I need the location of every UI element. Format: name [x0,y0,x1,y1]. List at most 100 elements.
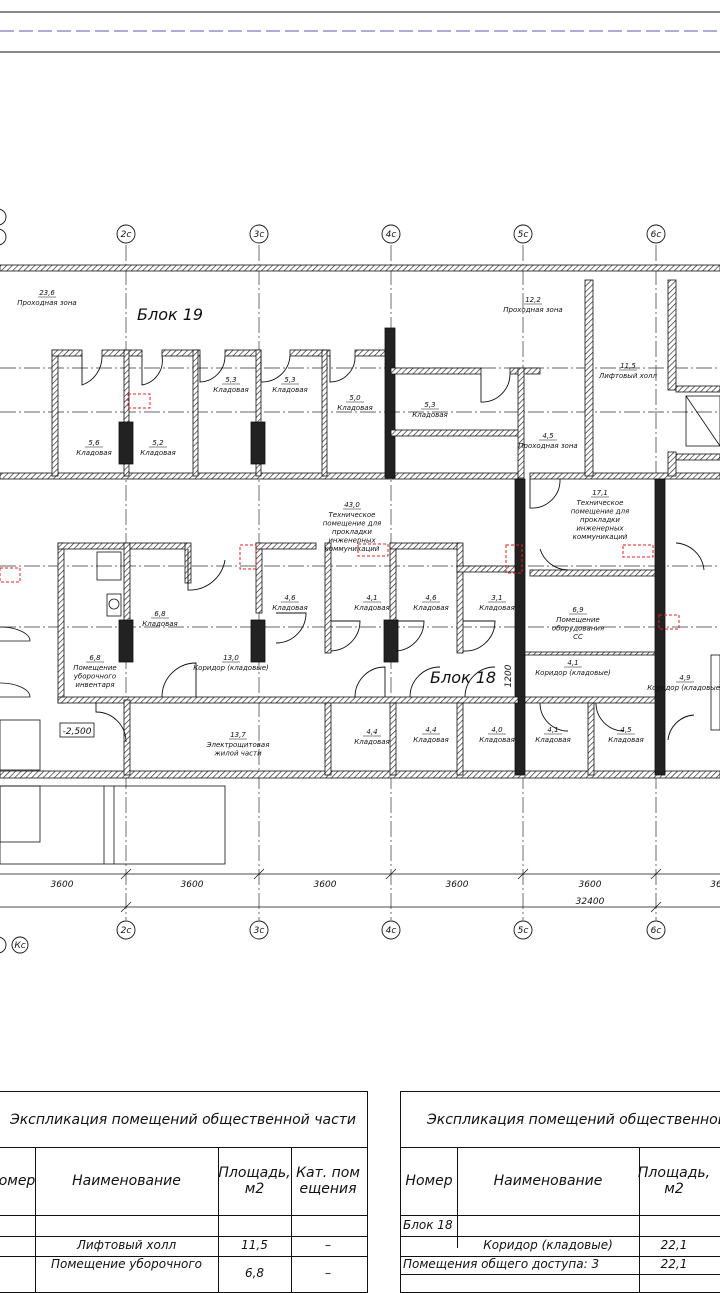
room-area: 4,1 [366,594,377,602]
room-name: Кладовая [354,738,389,746]
room-area: 6,8 [154,610,166,618]
axis-label: 3с [254,926,265,936]
explication-table-left: Экспликация помещений общественной части… [0,1091,368,1293]
room-name: Проходная зона [17,299,76,307]
summary-label: Помещения общего доступа: 3 [403,1257,600,1272]
floor-plan-drawing: 2с 3с 4с 5с 6с 2с 3с 4с 5с 6с Кс 3600 36… [0,11,720,954]
room-name: Кладовая [354,604,389,612]
vertical-dimension: 1200 [504,664,514,687]
room-name: Кладовая [479,604,514,612]
table-cell: 22,1 [660,1238,688,1253]
axis-label: 6с [651,230,662,240]
axis-label: 5с [518,926,529,936]
span-dimension: 3600 [181,880,204,890]
room-name: Коридор (кладовые) [193,664,269,672]
room-name: Кладовая [140,449,175,457]
room-area: 13,0 [223,654,239,662]
room-area: 13,7 [230,731,246,739]
room-area: 6,8 [89,654,101,662]
room-area: 4,0 [491,726,503,734]
axis-label: 6с [651,926,662,936]
table-cell: – [325,1266,331,1281]
room-area: 5,0 [349,394,361,402]
room-name: Кладовая [608,736,643,744]
room-area: 3,1 [491,594,502,602]
room-area: 4,1 [567,659,578,667]
room-area: 6,9 [572,606,584,614]
column-header: Наименование [493,1172,603,1189]
block-label: Блок 18 [430,668,496,687]
dimension-lines [0,868,720,913]
room-area: 4,4 [366,728,377,736]
total-dimension: 32400 [576,897,605,907]
table-title: Экспликация помещений общественной [401,1092,720,1148]
room-area: 4,5 [542,432,554,440]
column-header: Площадь, м2 [637,1164,711,1197]
table-cell: Лифтовый холл [76,1238,177,1253]
room-area: 5,6 [88,439,100,447]
level-value: -2,500 [62,727,91,737]
axis-label: 2с [121,230,132,240]
span-dimension: 3600 [446,880,469,890]
room-area: 4,1 [547,726,558,734]
axis-label: 5с [518,230,529,240]
column-header: Наименование [72,1172,181,1189]
span-dimension: 3600 [51,880,74,890]
room-area: 23,6 [39,289,55,297]
axis-label: 3с [254,230,265,240]
room-area: 4,6 [425,594,437,602]
summary-area: 22,1 [660,1257,688,1272]
grid-axis-lines [0,245,720,920]
table-title: Экспликация помещений общественной части [0,1092,367,1148]
table-cell: – [325,1238,331,1253]
room-area: 4,6 [284,594,296,602]
room-area: 5,3 [284,376,295,384]
room-name: Кладовая [213,386,248,394]
doors [81,355,705,743]
room-area: 5,3 [225,376,236,384]
column-header: омер [0,1172,36,1189]
room-name: Кладовая [142,620,177,628]
room-name: Лифтовый холл [598,372,657,380]
axis-labels-top: 2с 3с 4с 5с 6с [121,230,662,240]
span-dimension: 3600 [314,880,337,890]
room-area: 4,9 [679,674,691,682]
axis-label: Кс [14,941,25,951]
room-area: 12,2 [525,296,541,304]
room-name: Кладовая [272,604,307,612]
room-name: Коридор (кладовые) [535,669,611,677]
table-cell: Помещение уборочного [50,1257,203,1271]
room-area: 5,3 [424,401,435,409]
axis-bubbles [0,208,666,954]
room-name: Кладовая [272,386,307,394]
room-area: 5,2 [152,439,164,447]
room-name: Кладовая [413,736,448,744]
room-area: 17,1 [592,489,608,497]
room-name: Кладовая [337,404,372,412]
sheet-frame [0,11,720,53]
